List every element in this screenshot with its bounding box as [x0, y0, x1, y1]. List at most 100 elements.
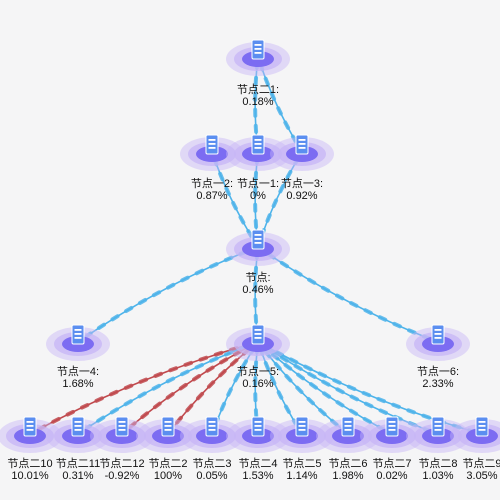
edge-flow-root-n4	[76, 245, 260, 344]
server-icon	[450, 416, 500, 453]
node-n11[interactable]	[223, 125, 293, 179]
edge-flow-root-n6	[256, 245, 440, 344]
node-name: 节点一3:	[280, 178, 324, 190]
edge-flow-n5-c7	[256, 340, 394, 436]
node-n21[interactable]	[223, 30, 293, 84]
server-icon	[90, 416, 154, 453]
node-label-n5: 节点一5:0.16%	[226, 366, 290, 390]
node-value: 0.46%	[242, 284, 274, 296]
node-value: 1.14%	[286, 470, 318, 482]
server-icon	[180, 134, 244, 171]
node-c5[interactable]	[267, 407, 337, 461]
edge-flow-n5-c11	[76, 340, 260, 436]
node-root[interactable]	[223, 220, 293, 274]
node-label-n13: 节点一3:0.92%	[270, 178, 334, 202]
node-name: 节点二2	[148, 458, 188, 470]
node-n4[interactable]	[43, 315, 113, 369]
node-c11[interactable]	[43, 407, 113, 461]
node-name: 节点二11	[55, 458, 101, 470]
server-icon	[0, 416, 62, 453]
server-icon	[136, 416, 200, 453]
node-value: 100%	[153, 470, 183, 482]
node-c4[interactable]	[223, 407, 293, 461]
server-icon	[226, 229, 290, 266]
node-value: 0.18%	[242, 96, 274, 108]
node-value: 1.98%	[332, 470, 364, 482]
edge-flow-n5-c10	[28, 340, 260, 436]
node-value: 0.05%	[196, 470, 228, 482]
server-icon	[270, 416, 334, 453]
node-value: -0.92%	[104, 470, 140, 482]
node-name: 节点一1:	[236, 178, 280, 190]
node-c12[interactable]	[87, 407, 157, 461]
node-value: 0.31%	[62, 470, 94, 482]
node-c9[interactable]	[447, 407, 500, 461]
server-icon	[180, 416, 244, 453]
server-icon	[226, 134, 290, 171]
node-c2[interactable]	[133, 407, 203, 461]
node-label-n11: 节点一1:0%	[226, 178, 290, 202]
node-label-root: 节点:0.46%	[226, 272, 290, 296]
server-icon	[46, 324, 110, 361]
node-value: 2.33%	[422, 378, 454, 390]
node-name: 节点一4:	[56, 366, 100, 378]
node-c3[interactable]	[177, 407, 247, 461]
edge-flow-n5-c8	[256, 340, 440, 436]
node-name: 节点二9	[462, 458, 500, 470]
node-name: 节点一5:	[236, 366, 280, 378]
node-name: 节点二4	[238, 458, 278, 470]
node-value: 3.05%	[466, 470, 498, 482]
node-name: 节点一6:	[416, 366, 460, 378]
server-icon	[226, 324, 290, 361]
node-name: 节点二7	[372, 458, 412, 470]
node-value: 0%	[250, 190, 266, 202]
node-label-n4: 节点一4:1.68%	[46, 366, 110, 390]
node-value: 1.03%	[422, 470, 454, 482]
node-name: 节点:	[245, 272, 271, 284]
node-label-n12: 节点一2:0.87%	[180, 178, 244, 202]
node-name: 节点二12	[99, 458, 145, 470]
node-n12[interactable]	[177, 125, 247, 179]
node-value: 1.68%	[62, 378, 94, 390]
node-c7[interactable]	[357, 407, 427, 461]
server-icon	[360, 416, 424, 453]
node-n5[interactable]	[223, 315, 293, 369]
server-icon	[226, 39, 290, 76]
node-value: 10.01%	[11, 470, 49, 482]
node-name: 节点二5	[282, 458, 322, 470]
server-icon	[406, 324, 470, 361]
node-c10[interactable]	[0, 407, 65, 461]
node-n13[interactable]	[267, 125, 337, 179]
node-name: 节点二8	[418, 458, 458, 470]
node-value: 0.87%	[196, 190, 228, 202]
server-icon	[226, 416, 290, 453]
node-value: 1.53%	[242, 470, 274, 482]
node-value: 0.02%	[376, 470, 408, 482]
node-name: 节点二10	[7, 458, 53, 470]
node-name: 节点二6	[328, 458, 368, 470]
server-icon	[316, 416, 380, 453]
server-icon	[270, 134, 334, 171]
server-icon	[46, 416, 110, 453]
node-label-n21: 节点二1:0.18%	[226, 84, 290, 108]
node-c8[interactable]	[403, 407, 473, 461]
edge-flow-n5-c9	[256, 340, 484, 436]
node-name: 节点一2:	[190, 178, 234, 190]
node-value: 0.16%	[242, 378, 274, 390]
node-n6[interactable]	[403, 315, 473, 369]
node-value: 0.92%	[286, 190, 318, 202]
node-name: 节点二1:	[236, 84, 280, 96]
server-icon	[406, 416, 470, 453]
node-c6[interactable]	[313, 407, 383, 461]
